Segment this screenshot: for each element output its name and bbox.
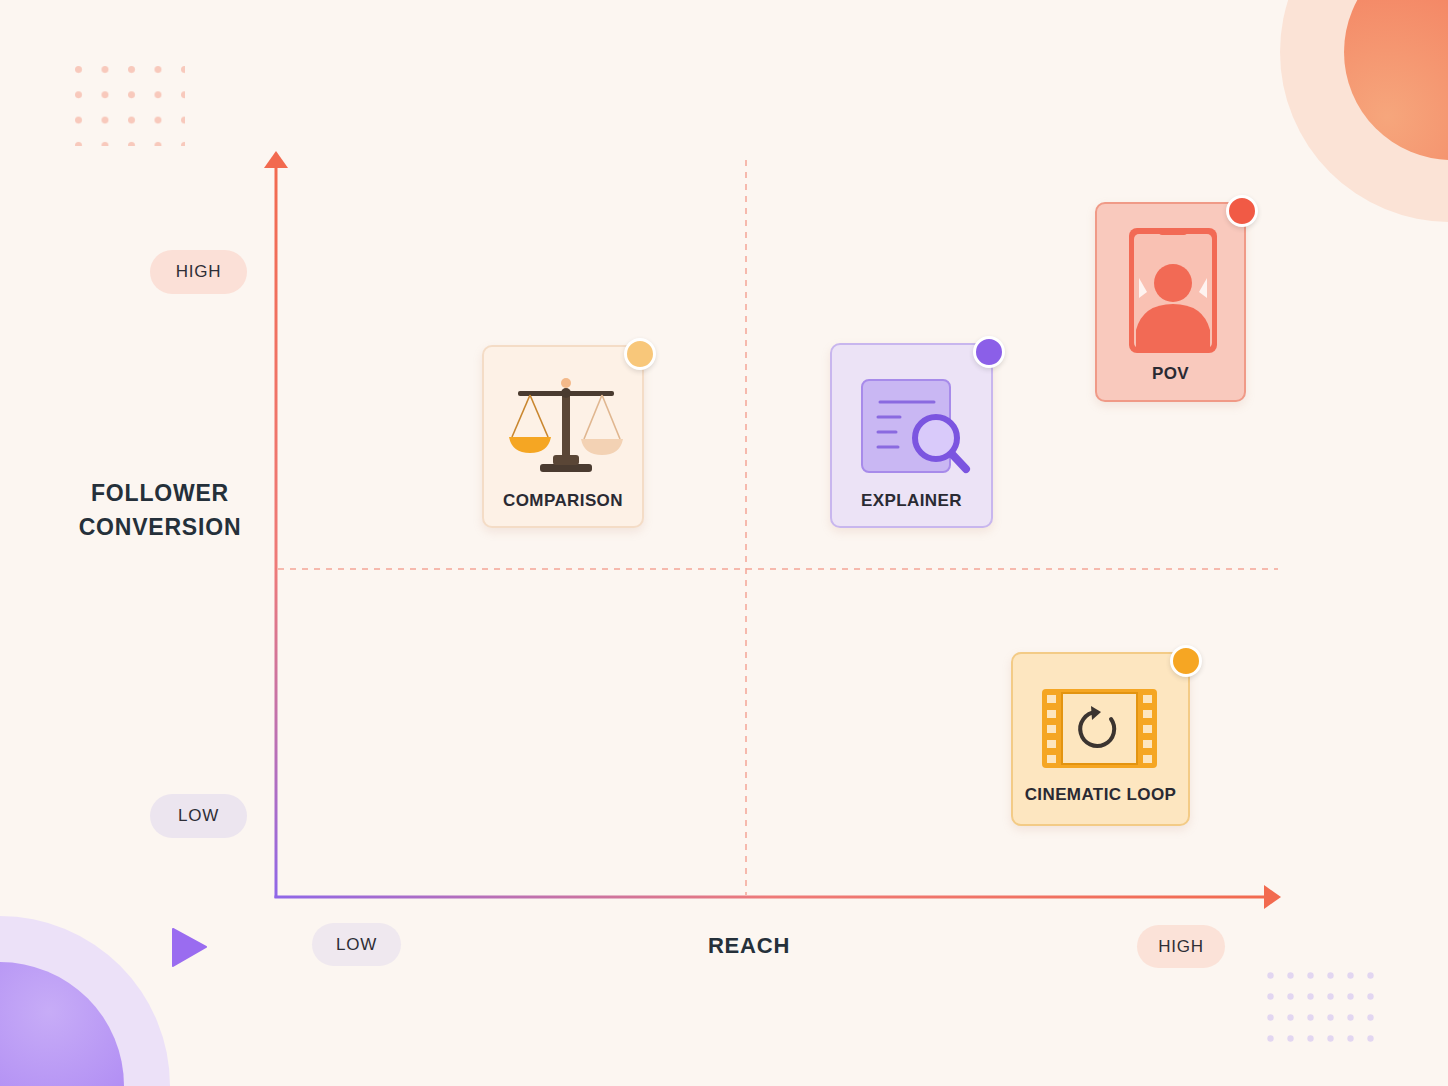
axis-arrowhead: [264, 151, 288, 168]
status-dot: [1226, 195, 1258, 227]
dot-grid: [73, 64, 185, 146]
corner-halo: [0, 916, 170, 1086]
status-dot: [624, 338, 656, 370]
axis-level-pill: HIGH: [150, 250, 247, 294]
play-icon: [173, 929, 206, 966]
level-label: HIGH: [1158, 937, 1204, 957]
axis-level-pill: HIGH: [1137, 925, 1225, 968]
level-label: HIGH: [176, 262, 222, 282]
card-label: CINEMATIC LOOP: [1013, 785, 1188, 805]
x-axis: [275, 896, 1269, 899]
axis-title: FOLLOWER CONVERSION: [60, 476, 260, 544]
dot-grid: [1265, 970, 1377, 1044]
status-dot: [1170, 645, 1202, 677]
axis-title: REACH: [649, 932, 849, 960]
card-label: POV: [1097, 364, 1244, 384]
content-format-card: EXPLAINER: [830, 343, 993, 528]
content-format-card: CINEMATIC LOOP: [1011, 652, 1190, 826]
corner-halo: [1280, 0, 1448, 222]
quadrant-divider: [745, 160, 747, 895]
level-label: LOW: [336, 935, 377, 955]
content-format-card: POV: [1095, 202, 1246, 402]
content-format-card: COMPARISON: [482, 345, 644, 528]
card-label: COMPARISON: [484, 491, 642, 511]
corner-sun: [1344, 0, 1448, 160]
status-dot: [973, 336, 1005, 368]
quadrant-divider: [278, 568, 1278, 570]
axis-arrowhead: [1264, 885, 1281, 909]
axis-level-pill: LOW: [312, 923, 401, 966]
level-label: LOW: [178, 806, 219, 826]
corner-moon: [0, 962, 124, 1086]
card-label: EXPLAINER: [832, 491, 991, 511]
y-axis: [275, 160, 278, 898]
axis-level-pill: LOW: [150, 794, 247, 838]
